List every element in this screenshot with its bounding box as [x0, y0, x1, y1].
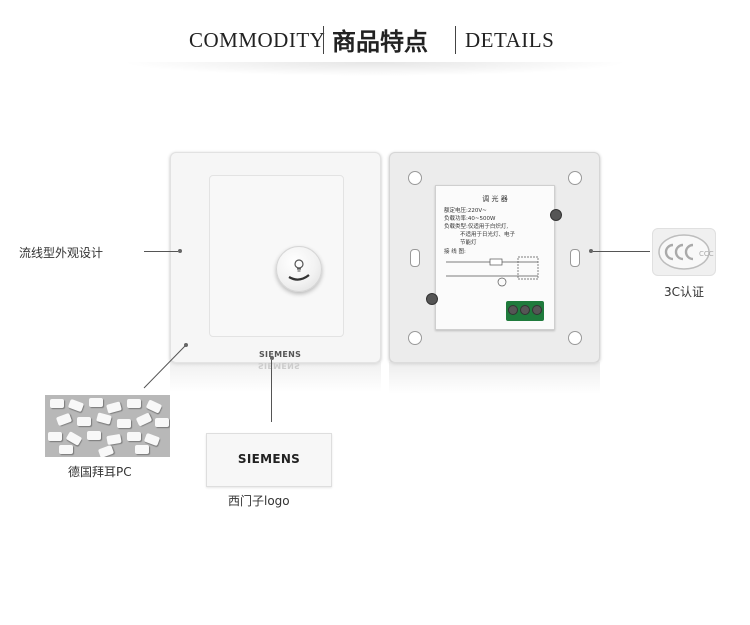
module-spec-line: 不适用于日光灯、电子	[460, 232, 516, 238]
mount-hole	[408, 331, 422, 345]
bulb-icon	[288, 259, 310, 281]
back-panel-image: 调 光 器 额定电压:220V~ 负载功率:40~500W 负载类型:仅适用于白…	[389, 152, 600, 363]
terminal-screw	[532, 305, 542, 315]
front-panel-inset	[209, 175, 344, 337]
terminal-screw	[508, 305, 518, 315]
front-panel-reflection	[170, 362, 381, 392]
mount-hole	[568, 331, 582, 345]
callout-material-dot	[184, 343, 188, 347]
callout-design-dot	[178, 249, 182, 253]
callout-cert-label: 3C认证	[664, 285, 705, 299]
mount-hole	[408, 171, 422, 185]
header-shadow	[120, 62, 630, 76]
logo-sample-text: SIEMENS	[237, 452, 301, 466]
ccc-mark-text: CCC	[699, 250, 714, 258]
terminal-screw	[520, 305, 530, 315]
ccc-logo-icon: CCC	[658, 234, 714, 270]
dimmer-module: 调 光 器 额定电压:220V~ 负载功率:40~500W 负载类型:仅适用于白…	[435, 185, 555, 330]
callout-cert-line	[593, 251, 650, 252]
callout-material-line	[143, 345, 186, 389]
back-panel-reflection	[389, 362, 600, 394]
callout-logo-line	[271, 360, 272, 422]
callout-logo-dot	[270, 356, 274, 360]
callout-logo-label: 西门子logo	[228, 494, 290, 508]
pc-pellets-image	[45, 395, 170, 457]
panel-screw	[426, 293, 438, 305]
callout-design-label: 流线型外观设计	[19, 246, 104, 260]
header-divider-right	[455, 26, 456, 54]
mount-hole	[568, 171, 582, 185]
ccc-mark-image: CCC	[652, 228, 716, 276]
front-panel-image: SIEMENS	[170, 152, 381, 363]
module-spec-line: 节能灯	[460, 240, 477, 246]
dimmer-knob	[276, 246, 322, 292]
header-divider-left	[323, 26, 324, 54]
callout-cert-dot	[589, 249, 593, 253]
panel-screw	[550, 209, 562, 221]
callout-design-line	[144, 251, 178, 252]
mount-slot	[570, 249, 580, 267]
module-spec-line: 负载类型:仅适用于白炽灯,	[444, 224, 509, 230]
header-title: 商品特点	[332, 28, 428, 56]
header-details: DETAILS	[465, 28, 555, 52]
mount-slot	[410, 249, 420, 267]
front-brand-reflection: SIEMENS	[258, 361, 301, 370]
front-brand-label: SIEMENS	[259, 350, 302, 359]
module-spec-line: 负载功率:40~500W	[444, 216, 496, 222]
wiring-diagram	[446, 256, 539, 287]
module-spec-line: 额定电压:220V~	[444, 208, 487, 214]
terminal-block	[506, 301, 544, 321]
module-spec-line: 接 线 图:	[444, 249, 466, 255]
siemens-logo-image: SIEMENS	[206, 433, 332, 487]
module-title: 调 光 器	[482, 195, 508, 203]
header-commodity: COMMODITY	[189, 28, 326, 52]
callout-material-label: 德国拜耳PC	[68, 465, 132, 479]
